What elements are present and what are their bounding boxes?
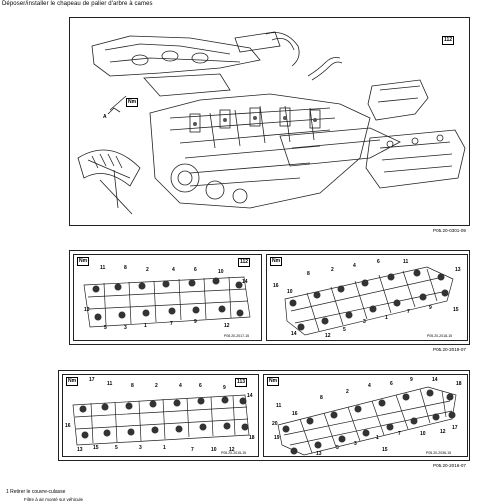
seq-label: 3 [354, 441, 357, 447]
step-1-sub: Filtre à air monté sur véhicule [24, 497, 84, 502]
seq-label: 18 [456, 381, 462, 387]
seq-label: 12 [229, 447, 235, 453]
right-panel: Nm 8 2 4 6 9 14 18 20 11 16 3 1 5 7 10 1… [263, 374, 468, 457]
seq-label: 6 [199, 383, 202, 389]
figure-reference: P05.20-2019-07 [433, 347, 466, 352]
seq-label: 19 [274, 435, 280, 441]
seq-label: 1 [385, 315, 388, 321]
right-panel-drawing [284, 266, 454, 336]
torque-sequence-figure-bottom: Nm 113 17 11 8 2 4 6 9 14 16 15 5 3 1 7 … [58, 370, 470, 461]
torque-nm-tag: Nm [66, 377, 79, 386]
seq-label: 7 [191, 447, 194, 453]
seq-label: 2 [155, 383, 158, 389]
inner-reference: P05.20-2018-15 [427, 334, 453, 338]
seq-label: 14 [291, 331, 297, 337]
page-title: Déposer/installer le chapeau de palier d… [2, 1, 153, 7]
seq-label: 8 [124, 265, 127, 271]
seq-label: 9 [429, 305, 432, 311]
seq-label: 5 [336, 445, 339, 451]
torque-nm-tag: Nm [77, 257, 90, 266]
torque-nm-tag: Nm [267, 377, 280, 386]
seq-label: 11 [403, 259, 409, 265]
seq-label: 1 [376, 435, 379, 441]
seq-label: 10 [420, 431, 426, 437]
seq-label: 13 [77, 447, 83, 453]
seq-label: 17 [89, 377, 95, 383]
torque-sequence-figure-mid: Nm 112 11 8 2 4 6 10 14 13 5 3 1 7 9 12 … [69, 250, 470, 345]
seq-label: 16 [65, 423, 71, 429]
tool-tag: 113 [235, 378, 248, 387]
seq-label: 15 [382, 447, 388, 453]
step-1: 1 Retirer le couvre-culasse [6, 489, 66, 495]
seq-label: 9 [223, 385, 226, 391]
left-panel: Nm 113 17 11 8 2 4 6 9 14 16 15 5 3 1 7 … [62, 374, 259, 457]
inner-reference: P05.20-2017-15 [224, 334, 250, 338]
seq-label: 8 [320, 395, 323, 401]
torque-nm-tag: Nm [270, 257, 283, 266]
seq-label: 7 [407, 309, 410, 315]
tool-tag: 112 [442, 36, 455, 45]
seq-label: 5 [115, 445, 118, 451]
seq-label: 10 [287, 289, 293, 295]
seq-label: 5 [104, 325, 107, 331]
seq-label: 13 [316, 451, 322, 457]
engine-overview-drawing [77, 31, 466, 215]
callout-label: A [103, 114, 107, 120]
seq-label: 8 [131, 383, 134, 389]
seq-label: 8 [307, 271, 310, 277]
seq-label: 4 [368, 383, 371, 389]
seq-label: 14 [432, 377, 438, 383]
seq-label: 13 [84, 307, 90, 313]
seq-label: 16 [273, 283, 279, 289]
seq-label: 15 [453, 307, 459, 313]
seq-label: 12 [325, 333, 331, 339]
seq-label: 16 [292, 411, 298, 417]
seq-label: 3 [139, 445, 142, 451]
seq-label: 1 [144, 323, 147, 329]
seq-label: 11 [107, 381, 113, 387]
seq-label: 10 [211, 447, 217, 453]
seq-label: 18 [249, 435, 255, 441]
seq-label: 11 [100, 265, 106, 271]
seq-label: 14 [247, 393, 253, 399]
seq-label: 9 [410, 377, 413, 383]
inner-reference: P05.20-2015-15 [221, 451, 247, 455]
seq-label: 12 [224, 323, 230, 329]
seq-label: 9 [194, 319, 197, 325]
engine-overview-figure: 112 Nm A [69, 17, 470, 226]
figure-reference: P05.20-0301-09 [433, 228, 466, 233]
seq-label: 2 [146, 267, 149, 273]
right-panel-drawing [277, 386, 457, 456]
seq-label: 20 [272, 421, 278, 427]
left-panel: Nm 112 11 8 2 4 6 10 14 13 5 3 1 7 9 12 … [73, 254, 262, 341]
seq-label: 6 [194, 267, 197, 273]
seq-label: 15 [93, 445, 99, 451]
seq-label: 3 [124, 325, 127, 331]
seq-label: 3 [363, 319, 366, 325]
seq-label: 17 [452, 425, 458, 431]
seq-label: 4 [353, 263, 356, 269]
tool-tag: 112 [238, 258, 251, 267]
left-panel-drawing [83, 276, 251, 328]
seq-label: 1 [163, 445, 166, 451]
seq-label: 4 [179, 383, 182, 389]
left-panel-drawing [72, 394, 250, 446]
seq-label: 7 [398, 431, 401, 437]
figure-reference: P05.20-2016-07 [433, 463, 466, 468]
seq-label: 5 [343, 327, 346, 333]
torque-nm-tag: Nm [126, 98, 139, 107]
right-panel: Nm 8 2 4 6 11 13 16 10 3 1 7 9 5 14 12 1… [266, 254, 468, 341]
seq-label: 13 [455, 267, 461, 273]
seq-label: 7 [170, 321, 173, 327]
seq-label: 11 [276, 403, 282, 409]
seq-label: 6 [377, 259, 380, 265]
seq-label: 10 [218, 269, 224, 275]
seq-label: 2 [331, 267, 334, 273]
seq-label: 6 [390, 381, 393, 387]
seq-label: 2 [346, 389, 349, 395]
seq-label: 12 [440, 429, 446, 435]
seq-label: 14 [242, 279, 248, 285]
inner-reference: P05.20-2036-15 [426, 451, 452, 455]
seq-label: 4 [172, 267, 175, 273]
